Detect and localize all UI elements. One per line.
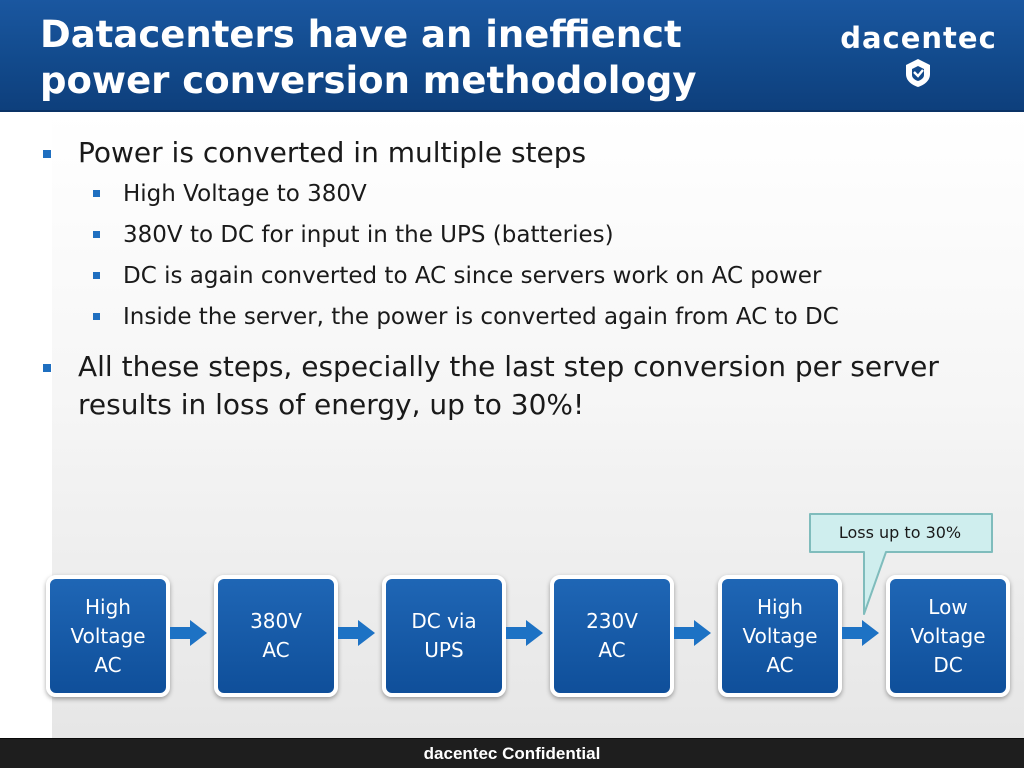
flow-step-high-voltage-ac-2: High Voltage AC — [718, 575, 842, 697]
sub-bullet-item: Inside the server, the power is converte… — [40, 301, 980, 334]
flow-step-line: 380V — [250, 609, 302, 633]
flow-step-230v-ac: 230V AC — [550, 575, 674, 697]
sub-bullet-text: Inside the server, the power is converte… — [123, 304, 839, 330]
bullet-item: Power is converted in multiple steps — [40, 134, 980, 172]
arrow-right-icon — [674, 620, 711, 646]
flow-step-line: High — [85, 594, 131, 619]
slide-title: Datacenters have an ineffienct power con… — [40, 12, 800, 104]
bullet-square-icon — [93, 313, 100, 320]
flow-step-line: Low — [928, 594, 968, 619]
sub-bullet-item: High Voltage to 380V — [40, 178, 980, 211]
sub-bullet-item: DC is again converted to AC since server… — [40, 260, 980, 293]
flow-step-line: AC — [766, 652, 794, 677]
arrow-right-icon — [842, 620, 879, 646]
title-bar: Datacenters have an ineffienct power con… — [0, 0, 1024, 112]
callout-text: Loss up to 30% — [838, 523, 962, 542]
bullet-square-icon — [43, 150, 51, 158]
flow-step-line: DC via — [411, 609, 477, 633]
sub-bullet-item: 380V to DC for input in the UPS (batteri… — [40, 219, 980, 252]
loss-callout: Loss up to 30% — [808, 512, 996, 618]
footer-bar: dacentec Confidential — [0, 738, 1024, 768]
arrow-right-icon — [338, 620, 375, 646]
flow-step-line: Voltage — [742, 623, 818, 648]
bullet-text: All these steps, especially the last ste… — [78, 350, 939, 421]
callout-balloon-shape — [809, 513, 993, 615]
footer-text: dacentec Confidential — [423, 744, 601, 763]
bullet-text: Power is converted in multiple steps — [78, 136, 587, 169]
bullet-square-icon — [93, 231, 100, 238]
bullet-square-icon — [93, 190, 100, 197]
arrow-right-icon — [170, 620, 207, 646]
flow-step-line: High — [757, 594, 803, 619]
slide-title-line-1: Datacenters have an ineffienct — [40, 13, 682, 56]
slide-title-line-2: power conversion methodology — [40, 59, 697, 102]
bullet-square-icon — [43, 364, 51, 372]
flow-step-line: Voltage — [910, 623, 986, 648]
shield-icon — [906, 59, 930, 87]
sub-bullet-text: 380V to DC for input in the UPS (batteri… — [123, 222, 614, 248]
flow-step-line: AC — [598, 638, 626, 662]
sub-bullet-text: DC is again converted to AC since server… — [123, 263, 822, 289]
flow-step-dc-via-ups: DC via UPS — [382, 575, 506, 697]
flow-step-line: Voltage — [70, 623, 146, 648]
company-logo: dacentec — [836, 20, 1001, 95]
logo-wordmark: dacentec — [840, 21, 997, 55]
flow-step-line: 230V — [586, 609, 638, 633]
flow-step-line: AC — [94, 652, 122, 677]
flow-step-line: UPS — [424, 638, 464, 662]
bullet-list: Power is converted in multiple steps Hig… — [40, 134, 980, 424]
flow-step-line: AC — [262, 638, 290, 662]
bullet-square-icon — [93, 272, 100, 279]
bullet-item: All these steps, especially the last ste… — [40, 348, 980, 424]
arrow-right-icon — [506, 620, 543, 646]
flow-step-high-voltage-ac: High Voltage AC — [46, 575, 170, 697]
flow-step-380v-ac: 380V AC — [214, 575, 338, 697]
flow-step-low-voltage-dc: Low Voltage DC — [886, 575, 1010, 697]
flow-step-line: DC — [933, 652, 963, 677]
sub-bullet-text: High Voltage to 380V — [123, 181, 367, 207]
